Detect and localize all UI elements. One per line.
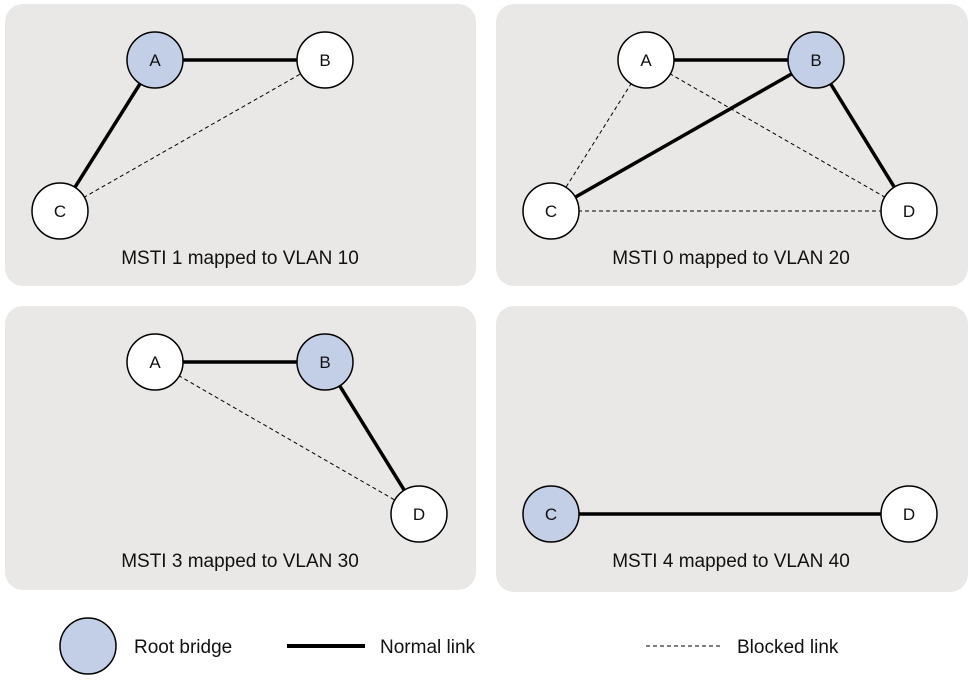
node-label: C [545,505,557,524]
normal-link [337,384,407,492]
bridge-node [31,182,89,240]
normal-link [828,82,897,189]
root-bridge-node [522,485,580,543]
node-label: B [810,51,821,70]
msti-panel: C D MSTI 4 mapped to VLAN 40 [496,306,968,592]
panel-caption: MSTI 3 mapped to VLAN 30 [121,551,359,572]
legend-blocked-link-label: Blocked link [737,637,839,658]
node-label: A [149,51,161,70]
node-label: C [545,202,557,221]
panel-background [496,306,968,592]
bridge-node [880,485,938,543]
panel-background [5,306,476,590]
node-label: C [54,202,66,221]
root-bridge-node [296,333,354,391]
panel-background [496,4,968,286]
legend-root-bridge-label: Root bridge [134,637,232,658]
msti-panel: A B C D MSTI 0 mapped to VLAN 20 [496,4,968,286]
root-bridge-node [787,31,845,89]
panel-caption: MSTI 4 mapped to VLAN 40 [612,551,850,572]
panel-caption: MSTI 1 mapped to VLAN 10 [121,248,359,269]
normal-link [573,71,794,200]
node-label: B [319,51,330,70]
node-label: D [903,505,915,524]
bridge-node [617,31,675,89]
panel-caption: MSTI 0 mapped to VLAN 20 [612,248,850,269]
bridge-node [390,485,448,543]
msti-panel: A B C MSTI 1 mapped to VLAN 10 [5,4,476,286]
node-label: A [149,353,161,372]
legend-root-bridge-swatch [59,617,117,675]
panel-background [5,4,476,286]
legend: Root bridge Normal link Blocked link [59,617,839,675]
bridge-node [126,333,184,391]
root-bridge-node [126,31,184,89]
bridge-node [880,182,938,240]
msti-panel: A B D MSTI 3 mapped to VLAN 30 [5,306,476,590]
node-label: D [903,202,915,221]
legend-normal-link-label: Normal link [380,637,476,658]
node-label: B [319,353,330,372]
bridge-node [296,31,354,89]
bridge-node [522,182,580,240]
normal-link [72,81,143,190]
node-label: D [413,505,425,524]
node-label: A [640,51,652,70]
